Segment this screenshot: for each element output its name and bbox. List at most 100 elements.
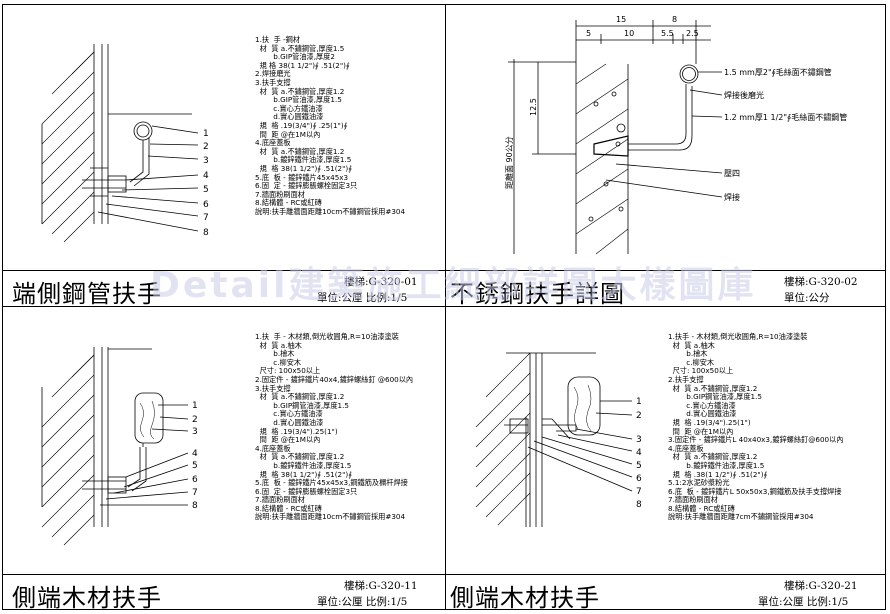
callout-7: 7 <box>636 487 642 497</box>
note-line: 4.底座蓋板 <box>668 443 704 453</box>
note-line: b.檜木 <box>668 349 708 359</box>
callout-3: 3 <box>203 156 209 166</box>
note-line: 4.底座蓋板 <box>255 443 291 453</box>
callout-7: 7 <box>192 488 198 498</box>
callout-3: 3 <box>192 427 198 437</box>
unit-scale: 單位:公分 <box>784 292 830 304</box>
dim-5-5: 5.5 <box>661 29 674 38</box>
note-line: 說明:扶手離牆面距離10cm不鏽鋼管採用#304 <box>255 512 406 522</box>
note-line: 8.結構體 - RC或紅磚 <box>255 503 322 513</box>
note-line: c.柳安木 <box>668 357 715 367</box>
callout-2: 2 <box>203 142 209 152</box>
note-line: 8.結構體 - RC或紅磚 <box>255 198 322 208</box>
note-line: c.實心方鐵油漆 <box>255 409 323 419</box>
note-line: 6.底 板 - 鍍鋅鐵片L 50x50x3,鋼鐵筋及扶手支撐焊接 <box>668 486 842 496</box>
detail-title: 側端木材扶手 <box>450 584 600 612</box>
note-line: 材 質 a.不鏽鋼管,厚度1.2 <box>255 146 345 156</box>
note-line: 材 質 a.柚木 <box>255 340 302 350</box>
note-line: 規 格 38(1 1/2")∮ .51(2")∮ <box>255 469 352 479</box>
note-line: 規 格 38(1 1/2")∮ .51(2")∮ <box>255 60 350 70</box>
note-line: 2.焊接磨光 <box>255 69 291 79</box>
note-line: d.實心圓鐵油漆 <box>255 417 324 427</box>
detail-drawing-3: 1 2 3 4 5 6 7 8 <box>41 347 198 546</box>
note-line: 2.固定件 - 鍍鋅鐵片40x4,鍍鋅螺絲釘 @600以內 <box>255 374 414 384</box>
panel-4: 1 2 3 4 5 6 7 8 1.扶手 - 木材類,倒光收圓角,R=10油漆塗… <box>446 307 886 612</box>
drawing-code: 樓梯:G-320-21 <box>784 580 858 592</box>
dim-15: 15 <box>616 15 626 24</box>
panel-2: 15 8 5 10 5.5 2.5 12.5 距離面 90公分 1.5 mm厚2… <box>446 4 886 308</box>
title-bar: 側端木材扶手 樓梯:G-320-21 單位:公厘 比例:1/5 <box>446 574 886 612</box>
label-weld: 焊接 <box>724 192 740 202</box>
callout-5: 5 <box>636 461 642 471</box>
note-line: b.檜木 <box>255 349 295 359</box>
note-line: 尺寸: 100x50以上 <box>668 366 734 376</box>
label-top-pipe: 1.5 mm厚2"∮毛絲面不鏽鋼管 <box>724 67 832 77</box>
callout-2: 2 <box>192 415 198 425</box>
callout-5: 5 <box>203 185 209 195</box>
detail-title: 不銹鋼扶手詳圖 <box>450 280 625 308</box>
note-line: b.GIP鋼管油漆,厚度1.5 <box>255 400 349 410</box>
detail-drawing-2: 15 8 5 10 5.5 2.5 12.5 距離面 90公分 1.5 mm厚2… <box>504 15 847 255</box>
callout-1: 1 <box>636 397 642 407</box>
dim-12-5: 12.5 <box>529 98 538 116</box>
note-line: 材 質 a.柚木 <box>668 340 715 350</box>
label-support-pipe: 1.2 mm厚1 1/2"∮毛絲面不鏽鋼管 <box>724 112 847 122</box>
note-line: d.實心圓鐵油漆 <box>668 409 737 419</box>
material-notes: 1.扶手 - 木材類,倒光收圓角,R=10油漆塗裝 材 質 a.柚木 b.檜木 … <box>668 332 844 522</box>
callout-7: 7 <box>203 213 209 223</box>
callout-3: 3 <box>636 435 642 445</box>
note-line: 規 格 38(1 1/2")∮ .51(2")∮ <box>255 163 352 173</box>
note-line: 7.牆面粉刷面材 <box>668 495 718 505</box>
note-line: 2.扶手支撐 <box>668 374 704 384</box>
note-line: 材 質 a.不鏽鋼管,厚度1.2 <box>668 383 758 393</box>
note-line: 3.扶手支撐 <box>255 383 291 393</box>
unit-scale: 單位:公厘 比例:1/5 <box>317 596 408 608</box>
label-recess: 壓四 <box>724 169 740 178</box>
detail-title: 端側鋼管扶手 <box>12 280 162 308</box>
callout-4: 4 <box>192 449 198 459</box>
note-line: 1.扶 手 -鋼材 <box>255 35 301 44</box>
note-line: 材 質 a.不鏽鋼管,厚度1.2 <box>255 392 345 402</box>
callout-4: 4 <box>636 448 642 458</box>
dim-5: 5 <box>586 29 591 38</box>
note-line: 7.牆面粉刷面材 <box>255 189 305 199</box>
note-line: 3.扶手支撐 <box>255 77 291 87</box>
note-line: b.GIP管油漆,厚度2 <box>255 52 335 62</box>
title-bar: 不銹鋼扶手詳圖 樓梯:G-320-02 單位:公分 <box>446 270 886 308</box>
material-notes: 1.扶 手 -鋼材 材 質 a.不鏽鋼管,厚度1.5 b.GIP管油漆,厚度2 … <box>255 35 405 216</box>
callout-6: 6 <box>192 475 198 485</box>
note-line: 規 格 .19(3/4")∮ .25(1")∮ <box>255 120 348 130</box>
callout-8: 8 <box>203 228 209 238</box>
note-line: b.GIP管油漆,厚度1.5 <box>255 95 342 105</box>
note-line: 3.固定件 - 鍍鋅鐵片L 40x40x3,鍍鋅螺絲釘@600以內 <box>668 435 844 445</box>
note-line: c.實心方鐵油漆 <box>255 103 323 113</box>
note-line: 5.底 板 - 鍍鋅鐵片45x45x3,鋼鐵筋及欄杆焊接 <box>255 478 408 488</box>
callout-8: 8 <box>192 501 198 511</box>
drawing-sheet <box>2 4 886 610</box>
note-line: 尺寸: 100x50以上 <box>255 366 321 376</box>
note-line: 6.固 定 - 鍍鋅膨脹螺栓固定3只 <box>255 486 358 496</box>
note-line: 規 格 .19(3/4").25(1") <box>255 426 338 436</box>
note-line: 4.底座蓋板 <box>255 138 291 148</box>
title-bar: 端側鋼管扶手 樓梯:G-320-01 單位:公厘 比例:1/5 <box>2 270 445 308</box>
unit-scale: 單位:公厘 比例:1/5 <box>758 596 849 608</box>
note-line: 8.結構體 - RC或紅磚 <box>668 503 735 513</box>
note-line: 間 距 @在1M以內 <box>255 435 321 445</box>
note-line: 7.牆面粉刷面材 <box>255 495 305 505</box>
callout-8: 8 <box>636 500 642 510</box>
note-line: 6.固 定 - 鍍鋅膨脹螺栓固定3只 <box>255 181 358 191</box>
dim-10: 10 <box>624 29 634 38</box>
note-line: 間 距 @在1M以內 <box>255 129 321 139</box>
divider-vertical <box>445 4 446 610</box>
note-line: c.柳安木 <box>255 357 302 367</box>
note-line: 材 質 a.不鏽鋼管,厚度1.5 <box>255 43 345 53</box>
divider-horizontal <box>2 306 886 307</box>
panel-1: 1 2 3 4 5 6 7 8 1.扶 手 -鋼材 材 質 a.不鏽鋼管,厚度1… <box>2 4 445 308</box>
dim-2-5: 2.5 <box>686 29 699 38</box>
note-line: b.鍍鋅鐵件油漆,厚度1.5 <box>255 460 352 470</box>
callout-6: 6 <box>203 200 209 210</box>
note-line: 材 質 a.不鏽鋼管,厚度1.2 <box>255 86 345 96</box>
note-line: d.實心圓鐵油漆 <box>255 112 324 122</box>
callout-5: 5 <box>192 461 198 471</box>
drawing-code: 樓梯:G-320-11 <box>344 580 418 592</box>
